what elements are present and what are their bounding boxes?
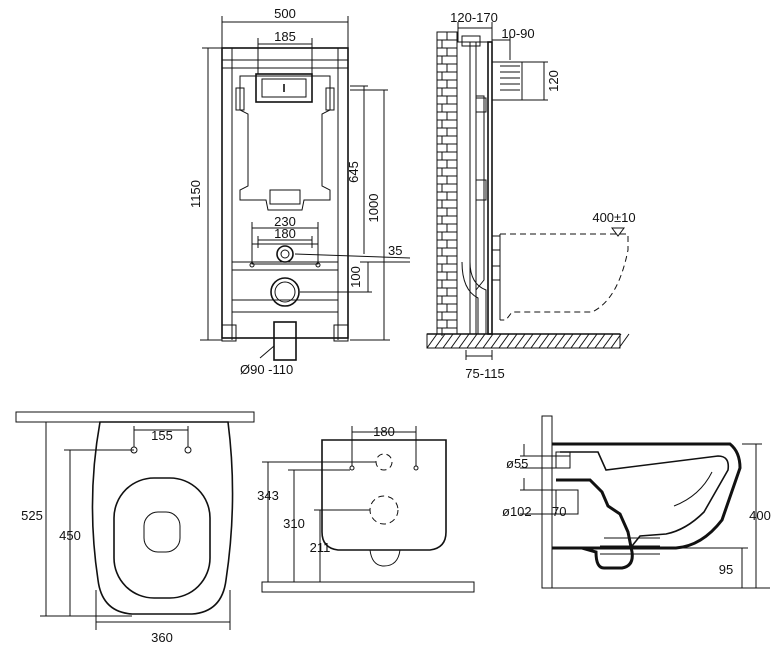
dim-outlet: 100	[348, 266, 363, 288]
dim-plate-offset: 10-90	[501, 26, 534, 41]
dim-bowl-inner-length: 450	[59, 528, 81, 543]
toilet-bowl-outline	[500, 233, 629, 321]
water-inlet	[276, 245, 294, 263]
drain-pipe	[273, 321, 297, 361]
level-marker	[611, 227, 625, 237]
dim-hole-distance: 155	[151, 428, 173, 443]
bowl-outline	[91, 421, 234, 615]
inlet-pipe	[555, 451, 571, 469]
flush-plate	[491, 61, 523, 101]
bowl-trap	[556, 478, 634, 570]
dim-inlet: 35	[388, 243, 402, 258]
dim-bowl-length: 525	[21, 508, 43, 523]
bowl-back-outline	[321, 439, 447, 551]
floor-line	[261, 581, 475, 593]
dim-outlet-depth: 70	[552, 504, 566, 519]
dim-height-211: 211	[310, 540, 331, 555]
dim-bowl-width: 360	[151, 630, 173, 645]
drain-outlet	[369, 495, 399, 525]
dim-side-depth: 120-170	[450, 10, 498, 25]
bowl-opening	[113, 477, 211, 599]
wall-section	[541, 415, 553, 589]
frame-outline	[221, 47, 349, 339]
fixing-hole-right	[413, 465, 419, 471]
dim-total-height: 1150	[188, 180, 203, 208]
dim-bowl-height: 400	[749, 508, 771, 523]
dim-floor-offset: 75-115	[465, 366, 505, 381]
flush-plate-opening	[255, 73, 313, 103]
floor-hatch	[426, 333, 630, 349]
dim-outlet-diameter: ø102	[502, 504, 532, 519]
fixing-hole-right	[184, 446, 192, 454]
drain-outlet	[270, 277, 300, 307]
bowl-top-view: 155 525 450 360	[15, 411, 255, 645]
bowl-back-view: 180 343 310 211	[257, 424, 475, 593]
dim-drain-height: 1000	[366, 194, 381, 223]
frame-front-view: 500 185 1150 645 1000 230 180 35	[188, 6, 411, 377]
frame-side-view: 120-170 10-90 120 400±10 75-115	[426, 10, 636, 381]
dim-height-310: 310	[283, 516, 305, 531]
dim-inlet-diameter: ø55	[506, 456, 528, 471]
wall-bricks	[437, 31, 457, 336]
bowl-cross-section: ø55 ø102 70 400 95	[502, 415, 771, 589]
dim-hole-distance: 180	[373, 424, 395, 439]
dim-button-width: 185	[274, 29, 296, 44]
bowl-rim	[560, 451, 730, 547]
dim-mount-inner: 180	[274, 226, 296, 241]
dim-pipe-diameter: Ø90 -110	[240, 362, 293, 377]
dim-bowl-length: 400±10	[592, 210, 635, 225]
wall-line-top	[15, 411, 255, 423]
dim-frame-width: 500	[274, 6, 296, 21]
water-inlet	[375, 453, 393, 471]
cistern	[239, 75, 331, 211]
dim-height-343: 343	[257, 488, 279, 503]
bowl-drain	[143, 511, 181, 553]
dim-mount-width: 230	[274, 214, 296, 229]
bowl-foot	[369, 549, 401, 567]
fixing-hole-left	[349, 465, 355, 471]
dim-button-height: 645	[346, 161, 361, 183]
bowl-shell	[552, 442, 742, 550]
dim-plate-height: 120	[546, 70, 561, 92]
dim-floor-clearance: 95	[719, 562, 733, 577]
